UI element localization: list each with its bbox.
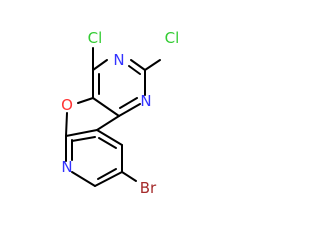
bond-n1-c8a	[118, 103, 141, 117]
bond-c8a-c4a	[92, 97, 120, 117]
bond-n1-c8a-double	[119, 97, 138, 109]
bond-c6-c5-double	[97, 168, 117, 180]
bond-c7a-c4b-inner	[71, 136, 96, 142]
bond-c2-cl	[144, 59, 161, 71]
bond-c4c-c4b-double	[98, 137, 117, 149]
molecule-structure: Cl Cl N N O N Br	[61, 29, 179, 197]
atom-chlorine-top: Cl	[88, 29, 103, 47]
bonds	[65, 47, 161, 187]
bond-c7a-c4b	[65, 129, 98, 137]
bond-n-c6	[71, 171, 96, 187]
bond-n3-c2	[130, 59, 146, 71]
bond-c2-n3-double	[128, 65, 141, 75]
atom-chlorine-right: Cl	[165, 29, 180, 47]
bond-c6-c5	[94, 171, 123, 187]
atom-nitrogen-top: N	[113, 51, 124, 69]
atom-labels: Cl Cl N N O N Br	[61, 29, 179, 197]
bond-c4b-c8a	[96, 115, 120, 131]
atom-oxygen: O	[61, 96, 73, 114]
bond-c4c-c4b	[96, 129, 123, 146]
bond-c4a-o	[77, 97, 94, 104]
bond-o-c7a	[65, 112, 68, 137]
atom-bromine: Br	[140, 179, 157, 197]
bond-c4-n3	[92, 59, 108, 71]
bond-c5-br	[121, 171, 137, 182]
atom-nitrogen-ring: N	[140, 92, 151, 110]
atom-nitrogen-pyridine: N	[61, 158, 72, 176]
